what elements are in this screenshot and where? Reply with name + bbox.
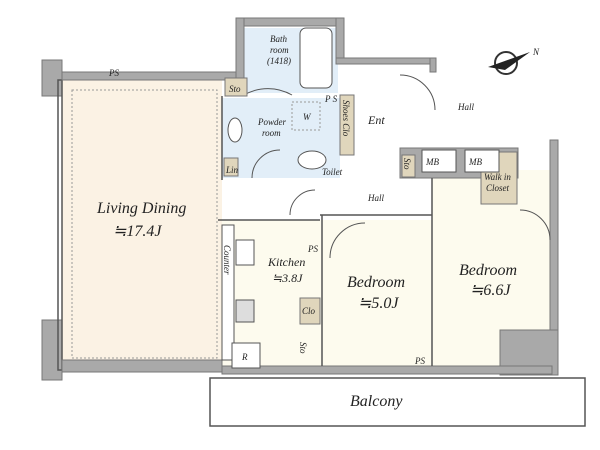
north-label: N [532, 47, 540, 57]
clo-label: Clo [302, 306, 316, 316]
mb-label-2: MB [468, 157, 482, 167]
wall [235, 17, 245, 81]
wall [61, 359, 223, 373]
bath-label: Bath [270, 34, 287, 44]
lin-label: Lin [225, 165, 239, 175]
toilet-label: Toilet [322, 167, 343, 177]
sto-hall-label: Sto [402, 158, 412, 170]
fridge-label: R [241, 352, 248, 362]
walk-in-label-2: Closet [486, 183, 510, 193]
sto-kitchen-label: Sto [298, 342, 308, 354]
shoes-closet-label: Shoes Clo [341, 100, 351, 137]
kitchen-label: Kitchen [267, 255, 305, 269]
hall-lower-label: Hall [367, 193, 385, 203]
washer-label: W [303, 112, 312, 122]
powder-door[interactable] [251, 149, 281, 179]
powder-label: Powder [257, 117, 286, 127]
living-dining-label: Living Dining [96, 200, 186, 217]
mb-box [421, 149, 457, 173]
balcony-outline [209, 377, 586, 427]
counter-label: Counter [222, 245, 232, 275]
bath-door[interactable] [243, 88, 293, 96]
hall-lower-door[interactable] [289, 189, 316, 216]
ps-label-powder: P S [324, 94, 338, 104]
bedroom1-area: ≒5.0J [358, 295, 399, 312]
bedroom1-label: Bedroom [347, 274, 405, 291]
wall [61, 71, 238, 81]
wall [335, 57, 437, 65]
shoes-closet [339, 94, 355, 156]
sto-box [224, 77, 248, 97]
mb-label: MB [425, 157, 439, 167]
wall [335, 17, 345, 64]
wall [235, 17, 345, 27]
kitchen-area: ≒3.8J [272, 271, 303, 285]
hall-door[interactable] [399, 74, 436, 111]
counter-outline [221, 224, 235, 361]
sto-label: Sto [229, 84, 241, 94]
entrance-label: Ent [367, 113, 385, 127]
wall [221, 365, 553, 375]
ps-label: PS [108, 68, 119, 78]
clo-box [299, 297, 321, 325]
sink [235, 239, 255, 266]
bathtub-icon [299, 27, 333, 89]
powder-label-2: room [262, 128, 281, 138]
mb-box [464, 149, 500, 173]
living-dotted-outline [71, 89, 218, 359]
linen-box [223, 157, 239, 177]
ps-label-bedroom: PS [414, 356, 425, 366]
wall [41, 319, 63, 381]
walk-in-label: Walk in [484, 172, 511, 182]
hall-upper-label: Hall [457, 102, 475, 112]
bedroom1-door[interactable] [329, 222, 366, 259]
living-dining-floor [62, 80, 222, 362]
washbasin-icon [227, 117, 243, 143]
fridge-space [231, 342, 261, 369]
bath-label-3: (1418) [267, 56, 291, 66]
stove [235, 299, 255, 323]
bedroom2-area: ≒6.6J [470, 282, 511, 299]
bedroom2-label: Bedroom [459, 262, 517, 279]
compass-icon [488, 51, 530, 75]
living-dining-area: ≒17.4J [113, 223, 162, 240]
washer-space [291, 101, 321, 131]
toilet-icon [297, 150, 327, 170]
window-wall [57, 79, 63, 371]
balcony-label: Balcony [350, 393, 403, 410]
wall [41, 59, 63, 97]
ps-label-kitchen: PS [307, 244, 318, 254]
walk-in-door[interactable] [519, 209, 551, 241]
wall [429, 57, 437, 73]
bedroom1-floor [322, 220, 432, 366]
bath-label-2: room [270, 45, 289, 55]
sto-box-hall [401, 154, 416, 178]
